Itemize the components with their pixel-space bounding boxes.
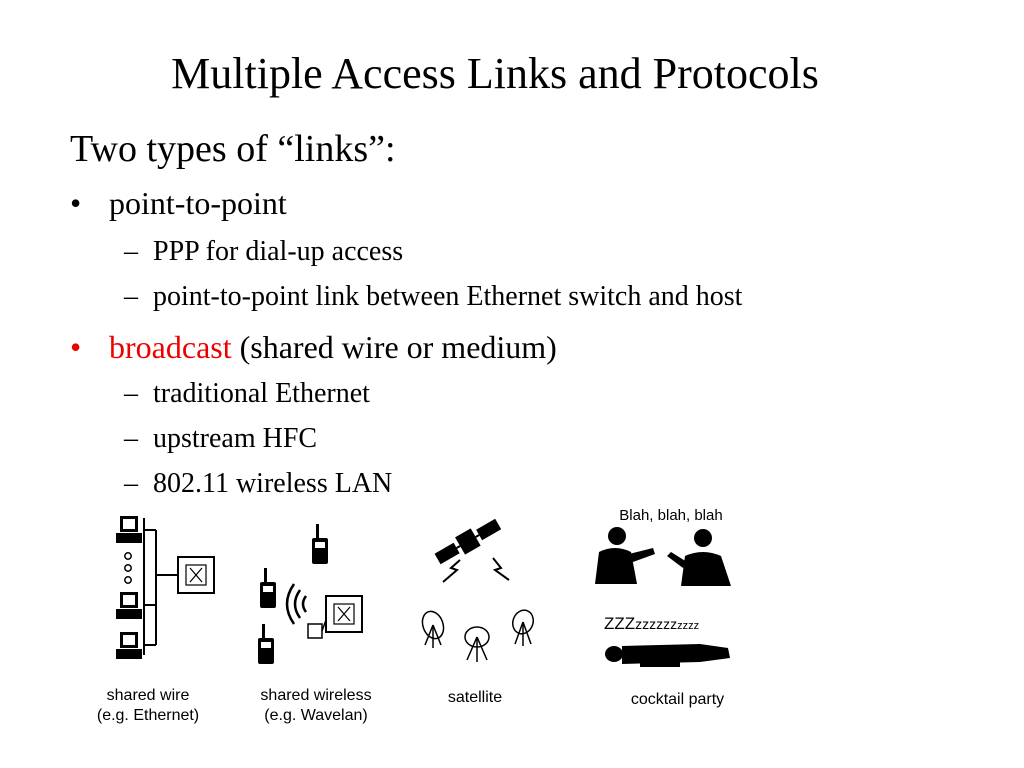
caption-line: shared wireless [260,687,372,704]
sub-item-text: point-to-point link between Ethernet swi… [153,281,743,312]
caption-line: shared wire [106,687,190,704]
shared-wireless-caption: shared wireless (e.g. Wavelan) [240,686,392,726]
bullet-point-to-point: • point-to-point [70,183,287,223]
computer-icon [116,632,142,659]
dash-mark: – [124,281,138,312]
sleeping-person-icon [605,644,730,667]
sub-item: –upstream HFC [124,421,317,457]
speech-label: Blah, blah, blah [619,507,723,524]
satellite-dish-icon [511,609,535,646]
caption-line: cocktail party [630,691,725,708]
satellite-icon [434,518,502,565]
bullet-label: point-to-point [109,185,287,221]
caption-line: (e.g. Wavelan) [264,707,368,724]
sub-item-text: PPP for dial-up access [153,236,404,267]
wireless-waves-icon [285,583,308,625]
bullet-label-suffix: (shared wire or medium) [231,329,557,365]
computer-icon [116,516,142,543]
sub-item-text: upstream HFC [153,423,318,454]
access-point-icon [307,595,363,639]
shared-wire-diagram [116,516,215,659]
radio-handset-icon [258,624,274,664]
bullet-broadcast: • broadcast (shared wire or medium) [70,327,557,367]
intro-line: Two types of “links”: [70,128,396,170]
satellite-caption: satellite [415,688,535,708]
shared-wireless-diagram [258,524,363,664]
sub-item: –PPP for dial-up access [124,234,403,270]
bullet-mark: • [70,329,82,365]
dash-mark: – [124,378,138,409]
speech-text: Blah, blah, blah [600,506,742,526]
bullet-mark: • [70,185,82,221]
computer-icon [116,592,142,619]
snore-text: ZZZzzzzzzzzzz [604,614,736,636]
sub-item-text: traditional Ethernet [153,378,370,409]
bullet-label: broadcast [109,329,232,365]
caption-line: (e.g. Ethernet) [96,707,200,724]
sub-item: –point-to-point link between Ethernet sw… [124,279,742,315]
satellite-dish-icon [464,626,490,662]
dash-mark: – [124,423,138,454]
satellite-diagram [421,518,535,662]
sub-item: –802.11 wireless LAN [124,466,392,502]
radio-handset-icon [312,524,328,564]
caption-line: satellite [447,689,503,706]
people-talking-icon [595,527,731,586]
satellite-dish-icon [421,610,445,648]
snore-label: zzzz [677,620,700,632]
cocktail-party-caption: cocktail party [610,690,745,710]
radio-handset-icon [260,568,276,608]
dash-mark: – [124,468,138,499]
slide-title: Multiple Access Links and Protocols [171,49,819,98]
dash-mark: – [124,236,138,267]
snore-label: ZZZ [604,614,636,633]
signal-bolt-icon [442,557,510,583]
sub-item-text: 802.11 wireless LAN [153,468,393,499]
shared-wire-caption: shared wire (e.g. Ethernet) [78,686,218,726]
sub-item: –traditional Ethernet [124,376,370,412]
snore-label: zzzzzz [635,616,678,632]
